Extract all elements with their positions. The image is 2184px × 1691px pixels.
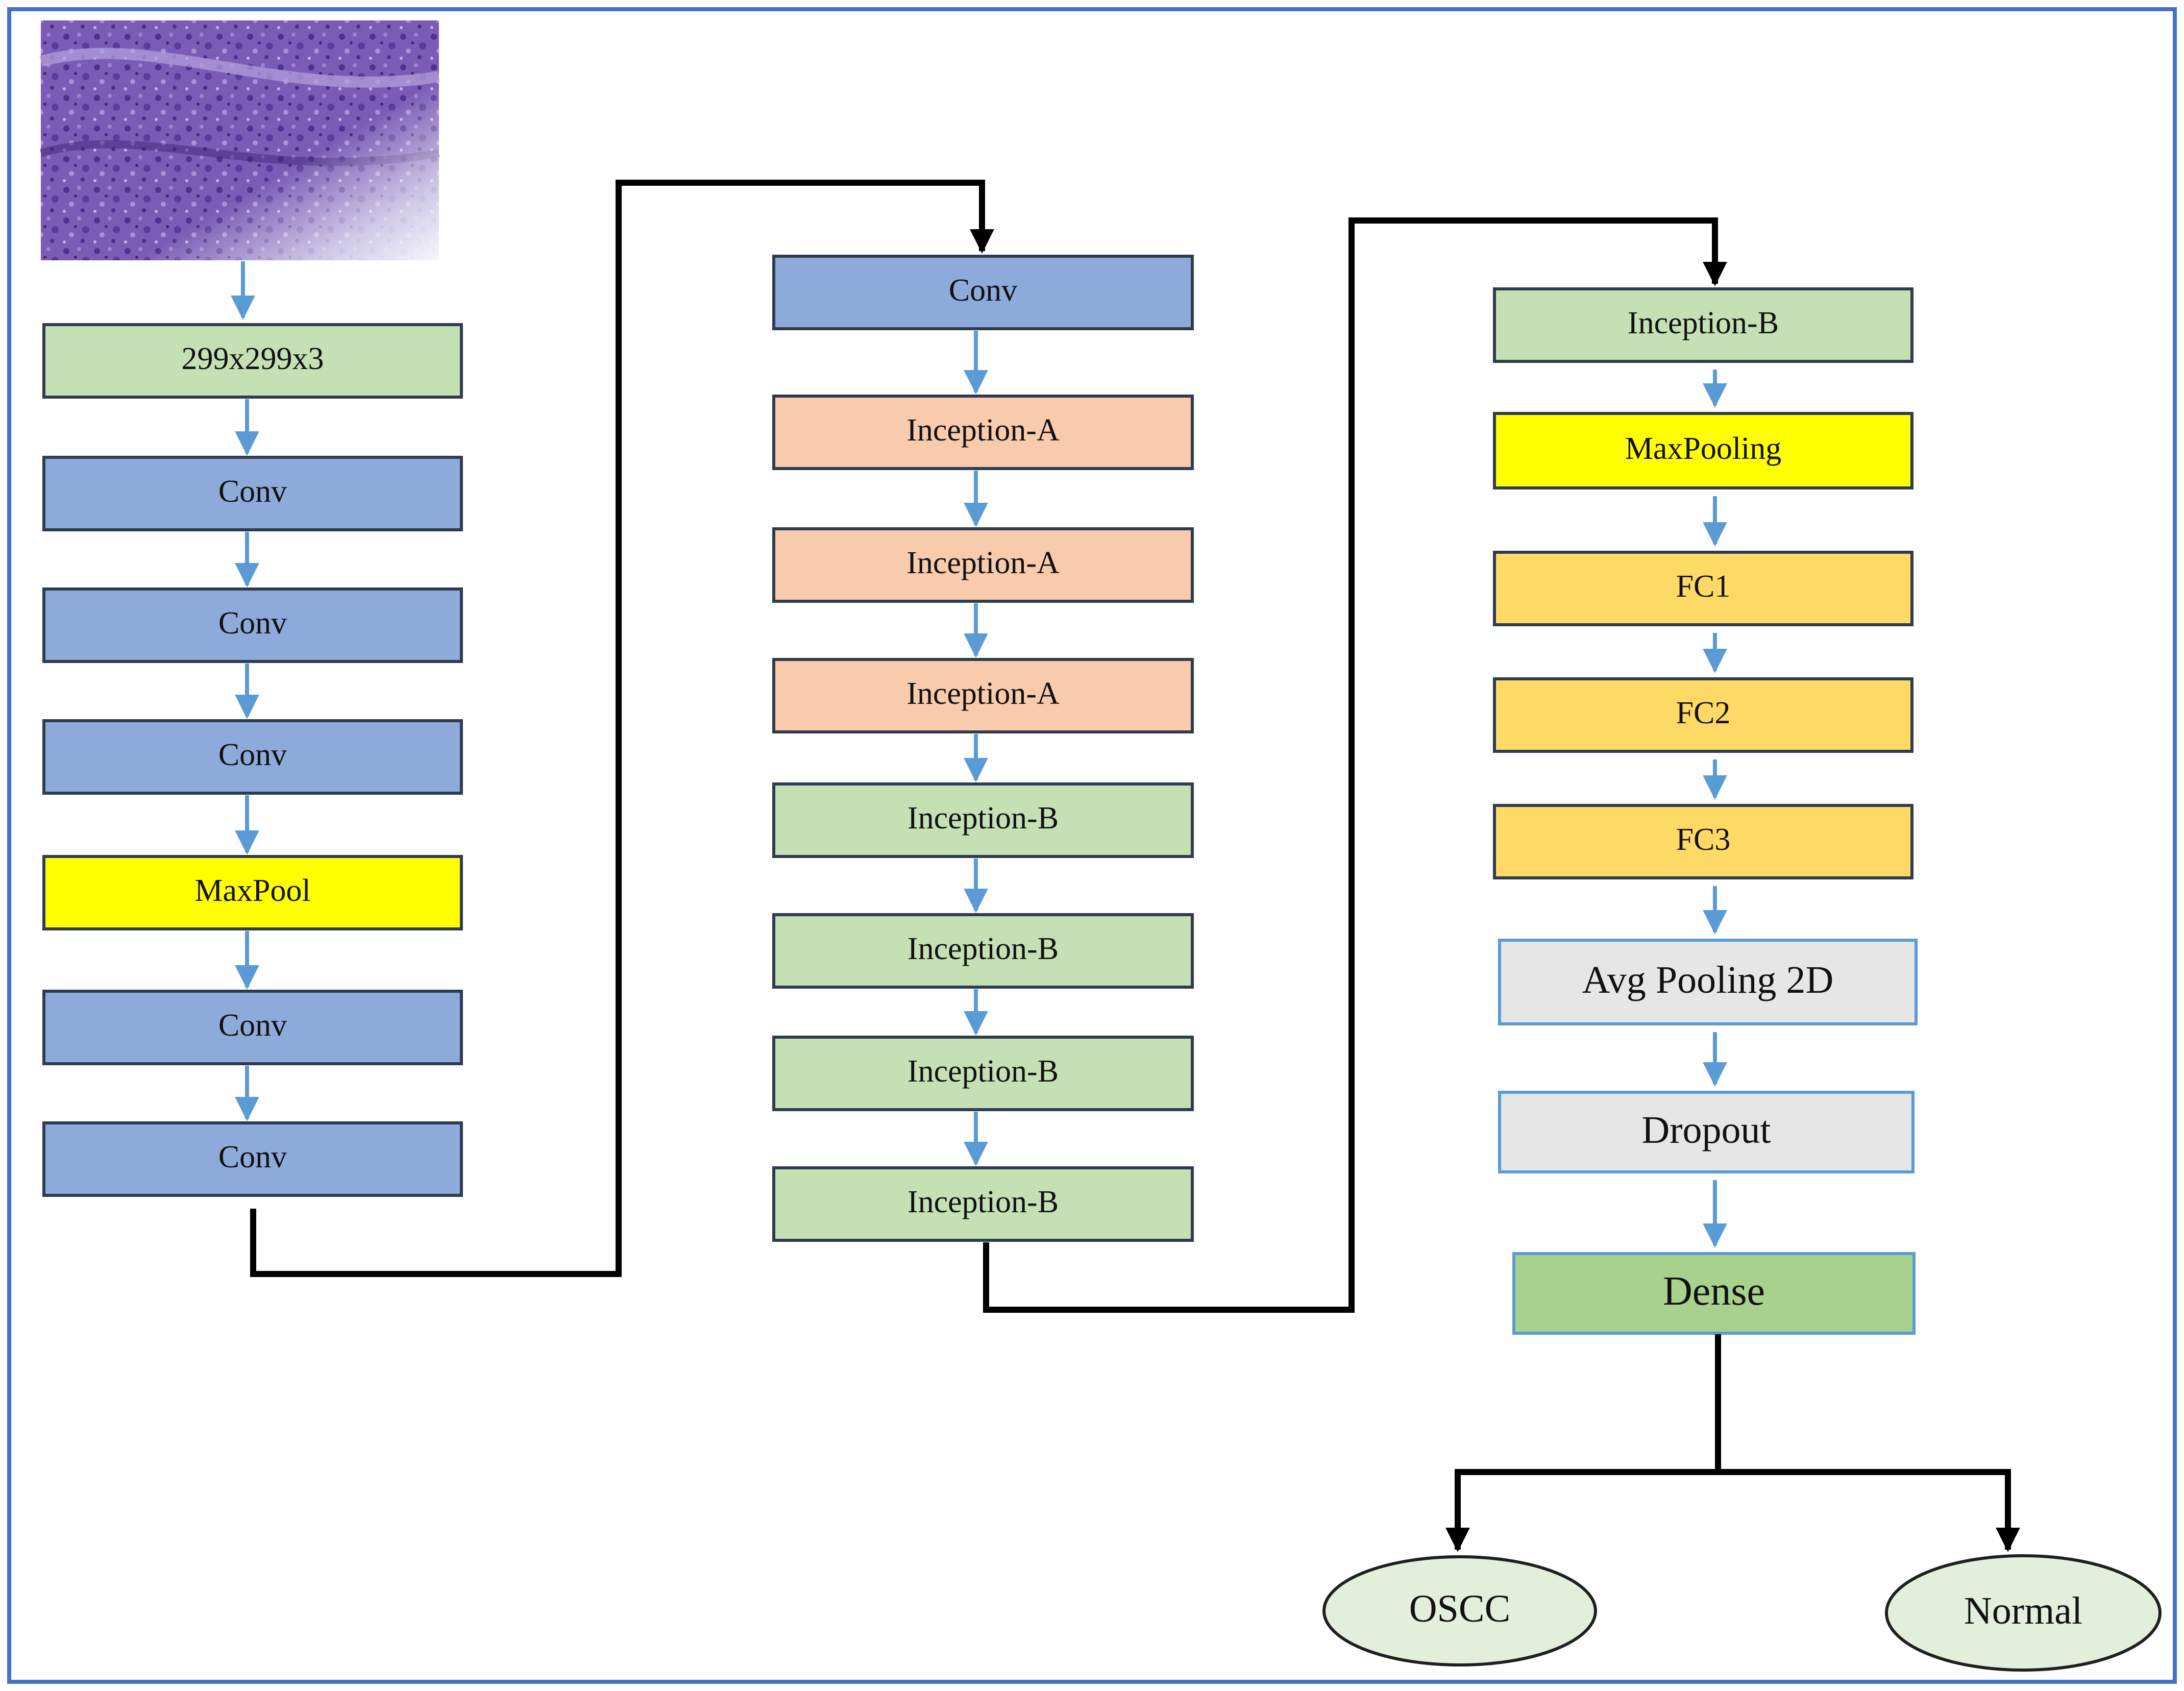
connector-dense-to-normal [1718, 1469, 2020, 1552]
layer-box [1493, 677, 1913, 753]
layer-box [42, 587, 463, 663]
layer-box [1493, 412, 1913, 489]
layer-inception-a: Inception-A [772, 395, 1194, 470]
layer-inception-a: Inception-A [772, 658, 1194, 733]
output-ellipse [1885, 1554, 2162, 1672]
output-normal: Normal [1885, 1554, 2162, 1672]
layer-conv: Conv [42, 1121, 463, 1197]
layer-box [42, 990, 463, 1065]
layer-label: Inception-B [907, 801, 1059, 836]
layer-box [772, 658, 1194, 733]
output-ellipse [1322, 1555, 1597, 1667]
layer-box [772, 527, 1194, 603]
layer-box [42, 855, 463, 930]
layer-label: Inception-B [907, 932, 1059, 966]
layer-inception-b: Inception-B [772, 913, 1194, 989]
layer-inception-a: Inception-A [772, 527, 1194, 603]
layer-label: FC3 [1676, 822, 1731, 857]
flow-arrow-group [231, 261, 1727, 1248]
layer-box [1493, 287, 1913, 363]
layer-box [1493, 804, 1913, 879]
layer-label: 299x299x3 [182, 341, 324, 376]
layer-box [1493, 551, 1913, 626]
layer-conv: Conv [772, 255, 1194, 330]
layer-maxpool: MaxPool [42, 855, 463, 930]
layer-label: Dropout [1641, 1109, 1771, 1151]
layer-maxpooling: MaxPooling [1493, 412, 1913, 489]
layer-label: Inception-B [1628, 306, 1779, 340]
layer-299x299x3: 299x299x3 [42, 323, 463, 399]
layer-box [772, 782, 1194, 858]
output-label: OSCC [1409, 1587, 1511, 1630]
layer-box [42, 719, 463, 795]
layer-label: Conv [218, 1008, 287, 1043]
layer-label: MaxPooling [1625, 431, 1782, 466]
layer-label: MaxPool [194, 873, 310, 908]
layer-box [1512, 1252, 1916, 1335]
connector-column2-to-column3 [983, 217, 1727, 1313]
layer-fc3: FC3 [1493, 804, 1913, 879]
layer-label: FC1 [1676, 569, 1731, 604]
layer-label: Dense [1663, 1269, 1765, 1314]
histopathology-image-icon [39, 20, 440, 260]
layer-fc1: FC1 [1493, 551, 1913, 626]
layer-label: Conv [218, 738, 287, 772]
layer-inception-b: Inception-B [1493, 287, 1913, 363]
layer-group: 299x299x3ConvConvConvMaxPoolConvConvConv… [42, 255, 2162, 1672]
layer-conv: Conv [42, 719, 463, 795]
layer-avg-pooling-2d: Avg Pooling 2D [1498, 939, 1918, 1025]
layer-label: Conv [218, 606, 287, 641]
layer-inception-b: Inception-B [772, 1166, 1194, 1242]
layer-conv: Conv [42, 587, 463, 663]
layer-box [772, 1166, 1194, 1242]
layer-label: Inception-A [906, 413, 1060, 448]
layer-box [42, 323, 463, 399]
connector-dense-to-oscc [1445, 1334, 1721, 1552]
layer-label: Conv [218, 1140, 287, 1174]
layer-inception-b: Inception-B [772, 1036, 1194, 1111]
layer-inception-b: Inception-B [772, 782, 1194, 858]
layer-label: Avg Pooling 2D [1582, 959, 1834, 1001]
layer-box [772, 913, 1194, 989]
layer-box [772, 1036, 1194, 1111]
layer-box [1498, 1091, 1915, 1173]
layer-label: Inception-B [907, 1185, 1059, 1219]
layer-label: Inception-B [907, 1054, 1059, 1089]
diagram-frame [7, 7, 2177, 1684]
layer-dense: Dense [1512, 1252, 1916, 1335]
layer-label: Inception-A [906, 676, 1060, 711]
connector-column1-to-column2 [250, 180, 994, 1277]
output-label: Normal [1964, 1589, 2082, 1632]
layer-box [772, 255, 1194, 330]
layer-label: FC2 [1676, 696, 1731, 730]
layer-label: Inception-A [906, 546, 1060, 580]
connector-group [250, 180, 2020, 1552]
layer-dropout: Dropout [1498, 1091, 1915, 1173]
layer-label: Conv [949, 273, 1017, 308]
layer-box [1498, 939, 1918, 1025]
layer-label: Conv [218, 474, 287, 509]
layer-box [42, 1121, 463, 1197]
layer-conv: Conv [42, 990, 463, 1065]
layer-fc2: FC2 [1493, 677, 1913, 753]
layer-conv: Conv [42, 456, 463, 531]
layer-box [772, 395, 1194, 470]
output-oscc: OSCC [1322, 1555, 1597, 1667]
layer-box [42, 456, 463, 531]
